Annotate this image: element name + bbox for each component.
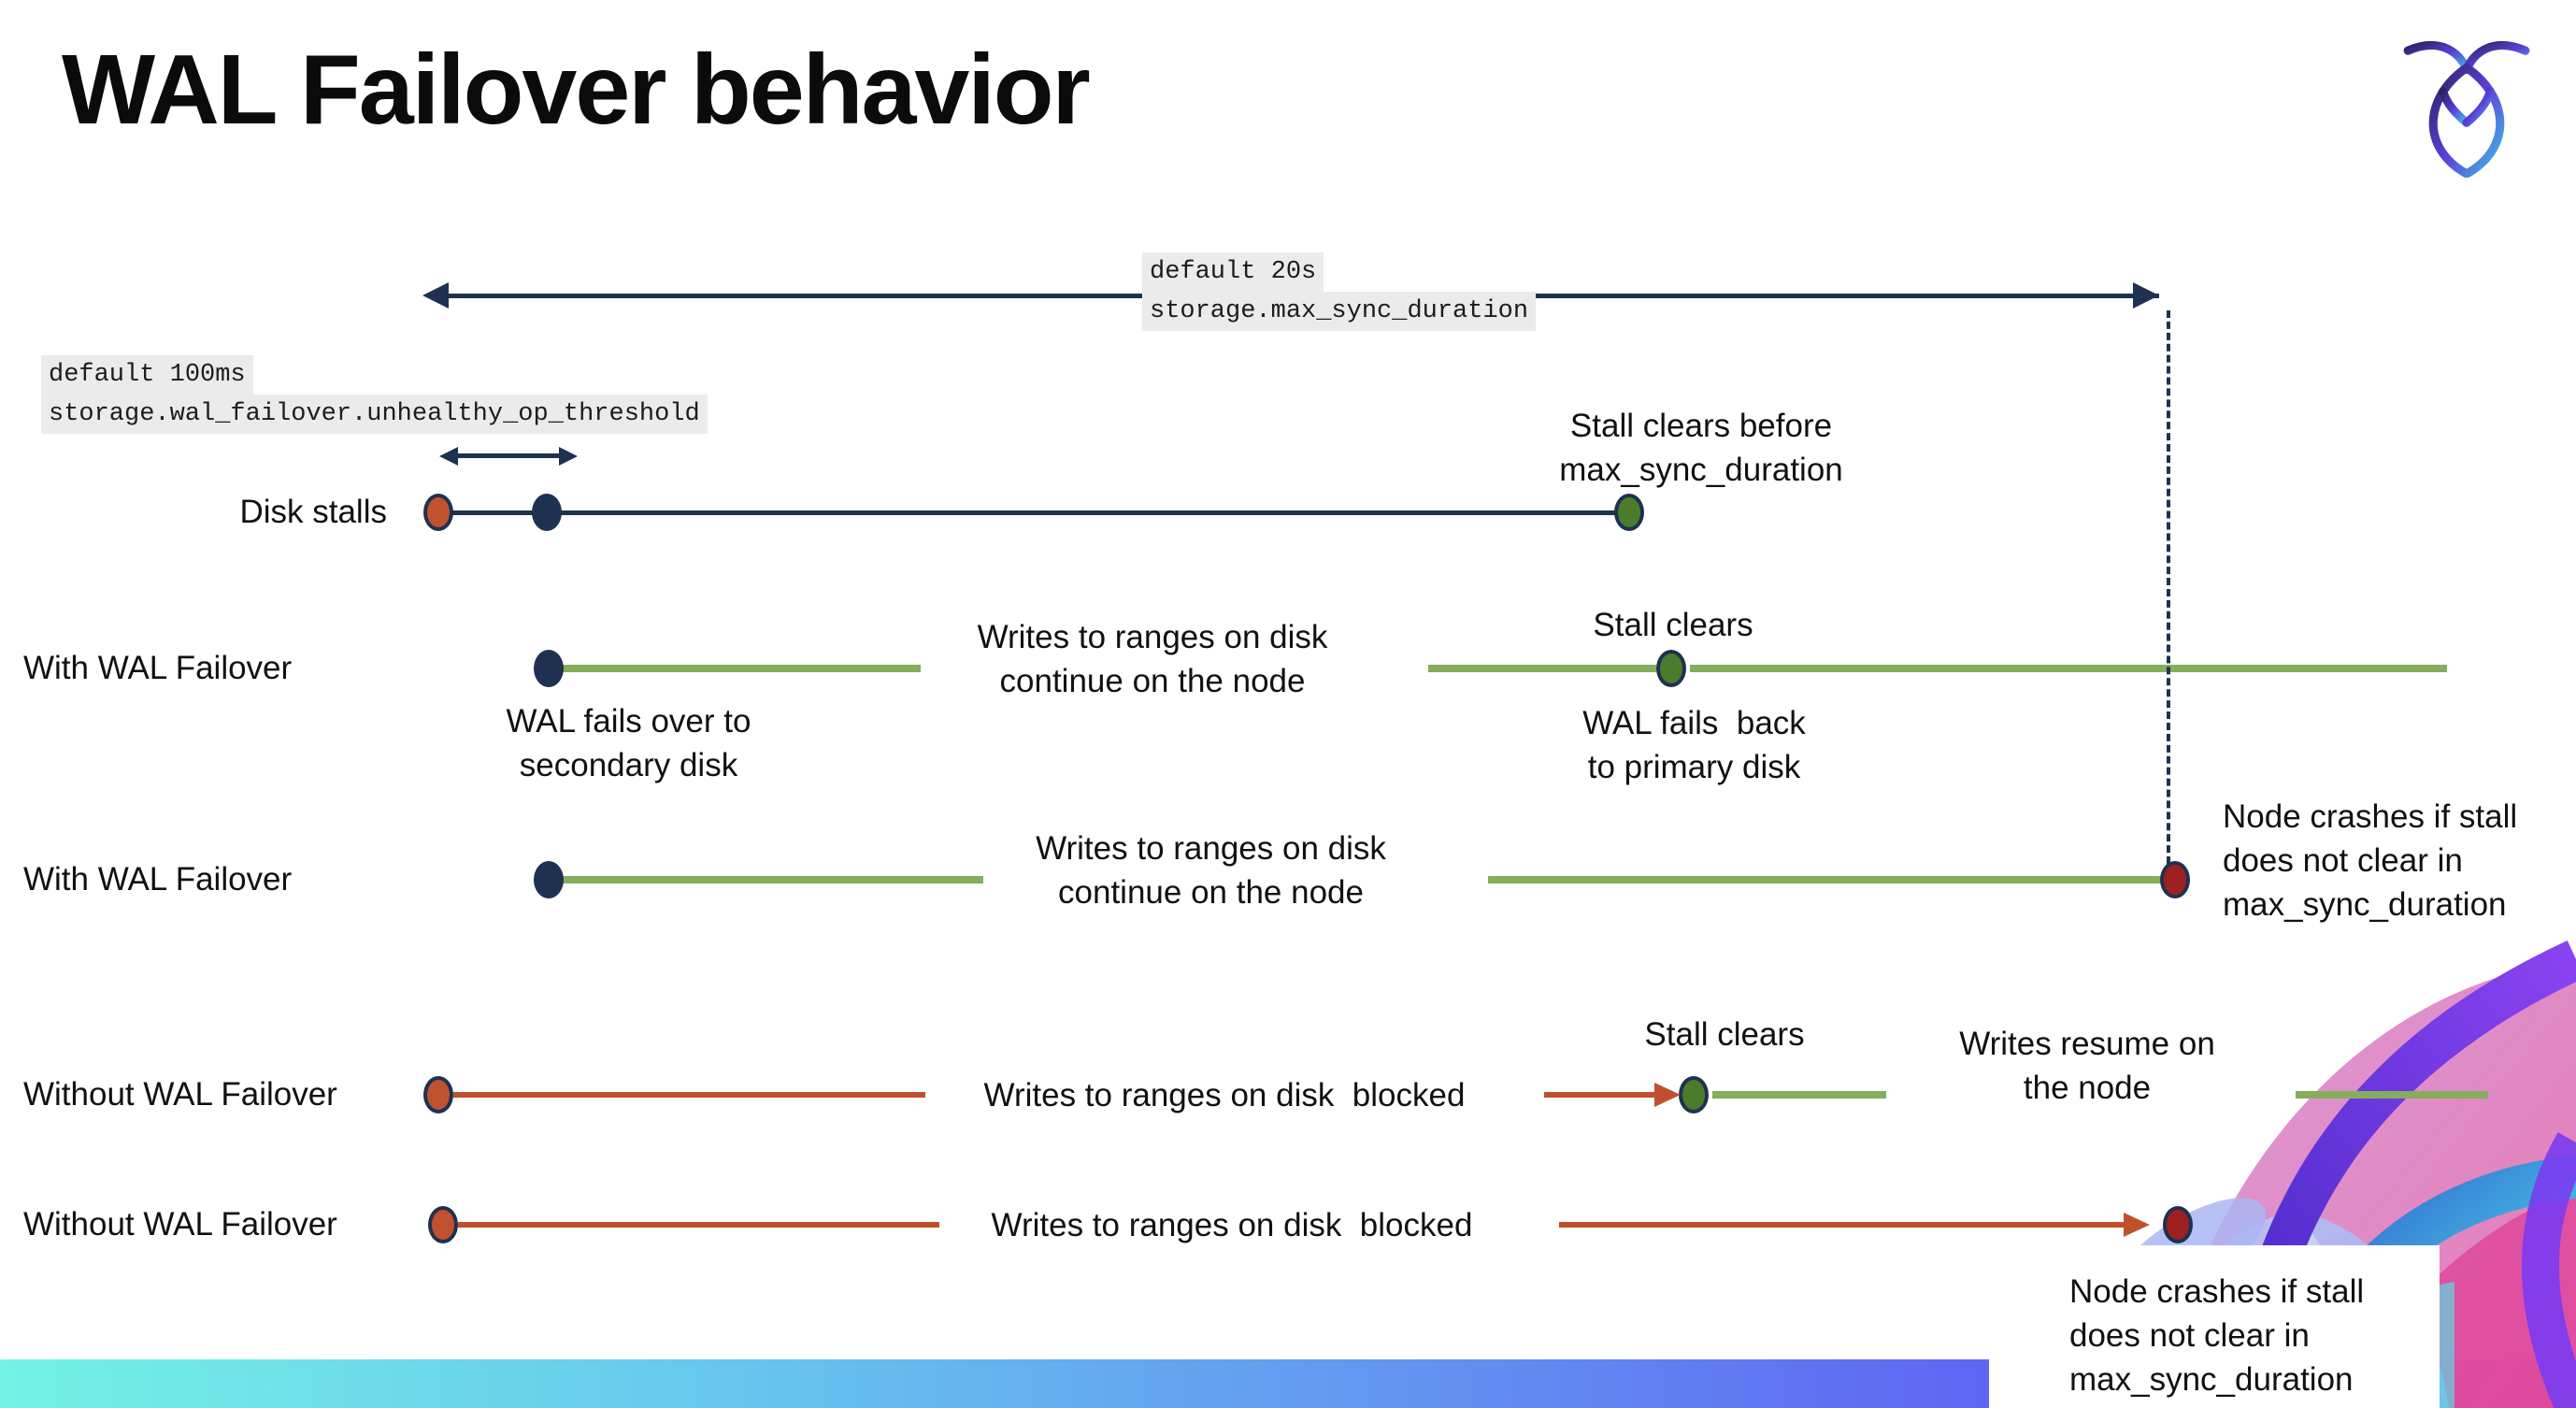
stall-start-dot-row4 bbox=[423, 1076, 453, 1113]
disk-stall-timeline-line bbox=[438, 510, 1629, 515]
stall-clears-dot-row2 bbox=[1656, 650, 1686, 687]
node-crash-dot-row3 bbox=[2160, 861, 2190, 898]
blocked-writes-line-row4-b bbox=[1544, 1092, 1664, 1098]
unhealthy-op-threshold-arrow-head-right-icon bbox=[559, 447, 578, 466]
healthy-writes-line-row2-b bbox=[1428, 665, 1656, 672]
max-sync-duration-default-value: default 20s bbox=[1142, 252, 1324, 292]
healthy-writes-line-row3-a bbox=[561, 876, 983, 884]
blocked-writes-line-row4-a bbox=[453, 1092, 925, 1098]
healthy-writes-line-row2-c bbox=[1690, 665, 2447, 672]
max-sync-duration-arrow-head-left-icon bbox=[422, 282, 449, 309]
cockroach-logo-icon bbox=[2403, 40, 2530, 178]
row-label-with-wal-failover-2: With WAL Failover bbox=[23, 861, 293, 898]
writes-continue-note-row3: Writes to ranges on disk continue on the… bbox=[1036, 830, 1386, 911]
page-title: WAL Failover behavior bbox=[62, 35, 1091, 145]
unhealthy-op-threshold-arrow-head-left-icon bbox=[439, 447, 458, 466]
unhealthy-op-threshold-arrow-line bbox=[451, 453, 561, 458]
stall-clears-label-row4: Stall clears bbox=[1644, 1016, 1805, 1053]
failover-threshold-dot bbox=[532, 494, 562, 531]
blocked-arrow-head-row4-icon bbox=[1654, 1083, 1681, 1107]
max-sync-duration-arrow-head-right-icon bbox=[2133, 282, 2159, 309]
writes-blocked-note-row4: Writes to ranges on disk blocked bbox=[983, 1077, 1466, 1113]
max-sync-duration-setting-name: storage.max_sync_duration bbox=[1142, 292, 1537, 331]
node-crash-dot-row5 bbox=[2163, 1206, 2193, 1243]
blocked-arrow-head-row5-icon bbox=[2124, 1213, 2150, 1237]
unhealthy-op-threshold-setting-name: storage.wal_failover.unhealthy_op_thresh… bbox=[41, 395, 708, 434]
row-label-without-wal-failover-1: Without WAL Failover bbox=[23, 1076, 337, 1113]
stall-clears-dot-row4 bbox=[1679, 1076, 1709, 1113]
resumed-writes-line-row4-b bbox=[2296, 1091, 2488, 1099]
stall-start-dot-row5 bbox=[428, 1206, 458, 1243]
max-sync-duration-label: default 20s storage.max_sync_duration bbox=[1142, 252, 1537, 331]
stall-clears-dot-row1 bbox=[1614, 494, 1644, 531]
stall-start-dot bbox=[423, 494, 453, 531]
row-label-disk-stalls: Disk stalls bbox=[239, 494, 387, 530]
writes-continue-note-row2: Writes to ranges on disk continue on the… bbox=[977, 619, 1328, 699]
wal-fails-back-note: WAL fails back to primary disk bbox=[1582, 705, 1806, 785]
unhealthy-op-threshold-default-value: default 100ms bbox=[41, 355, 253, 395]
row-label-with-wal-failover-1: With WAL Failover bbox=[23, 650, 293, 686]
healthy-writes-line-row2-a bbox=[561, 665, 921, 672]
max-sync-deadline-dashed-line bbox=[2167, 310, 2170, 864]
resumed-writes-line-row4-a bbox=[1712, 1091, 1886, 1099]
writes-blocked-note-row5: Writes to ranges on disk blocked bbox=[991, 1207, 1473, 1243]
blocked-writes-line-row5-b bbox=[1559, 1222, 2129, 1228]
node-crash-note-row5: Node crashes if stall does not clear in … bbox=[2069, 1273, 2365, 1398]
wal-failover-dot-row2 bbox=[534, 650, 564, 687]
writes-resume-note: Writes resume on the node bbox=[1959, 1026, 2215, 1106]
wal-failover-dot-row3 bbox=[534, 861, 564, 898]
row-label-without-wal-failover-2: Without WAL Failover bbox=[23, 1206, 337, 1243]
blocked-writes-line-row5-a bbox=[458, 1222, 939, 1228]
unhealthy-op-threshold-label: default 100ms storage.wal_failover.unhea… bbox=[41, 355, 708, 434]
wal-fails-over-note: WAL fails over to secondary disk bbox=[506, 703, 751, 783]
stall-clears-before-note: Stall clears before max_sync_duration bbox=[1559, 408, 1843, 488]
healthy-writes-line-row3-b bbox=[1488, 876, 2163, 884]
node-crash-note-box: Node crashes if stall does not clear in … bbox=[1989, 1245, 2440, 1408]
stall-clears-label-row2: Stall clears bbox=[1593, 607, 1753, 643]
node-crash-note-row3: Node crashes if stall does not clear in … bbox=[2223, 798, 2518, 923]
